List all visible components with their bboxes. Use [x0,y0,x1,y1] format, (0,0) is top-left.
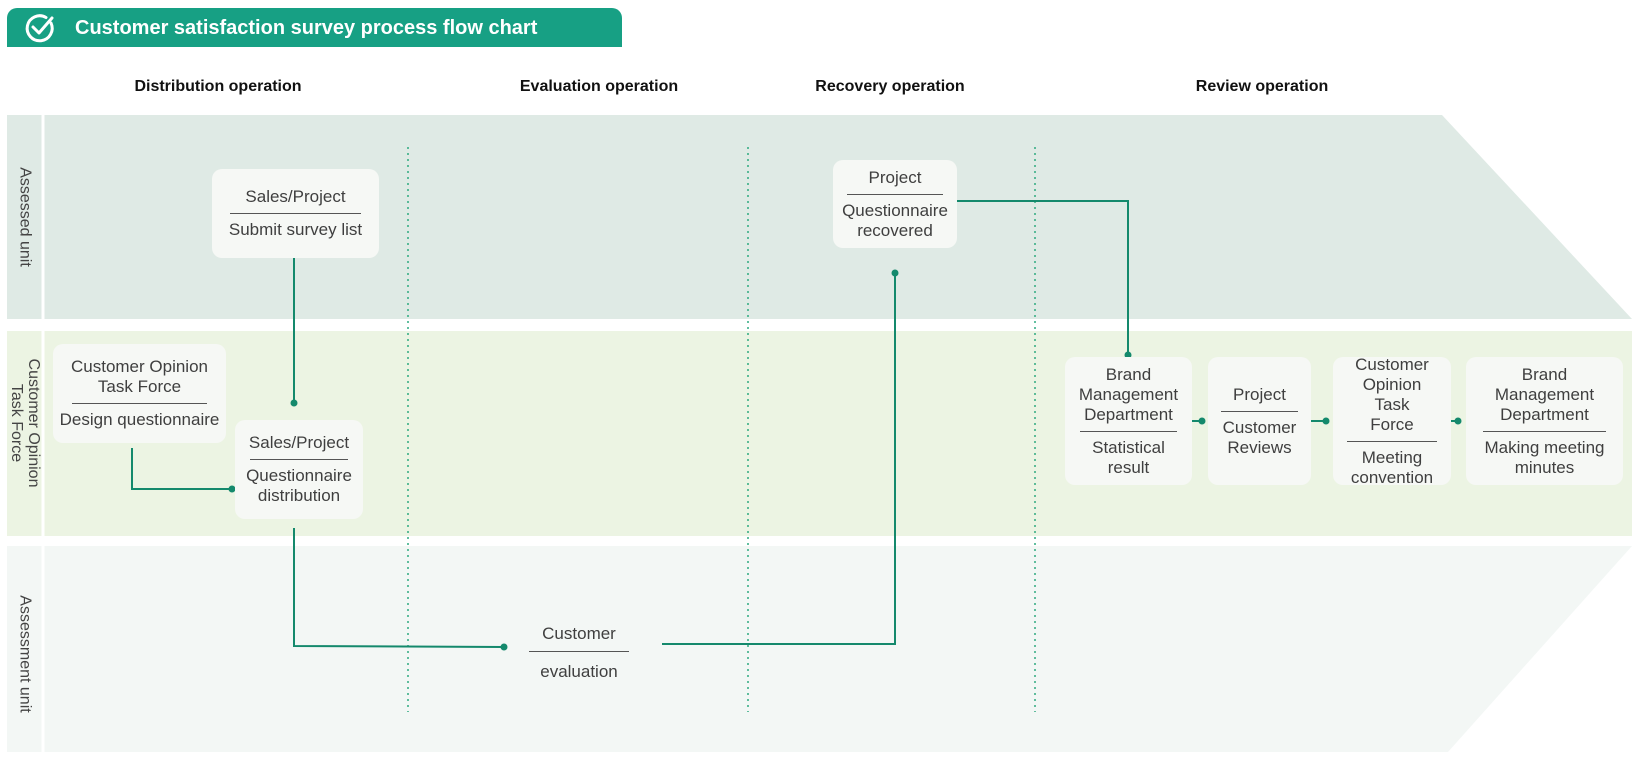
lane-assessed-unit-band [7,115,1632,319]
node-statistical-result[interactable]: Brand Management Department Statistical … [1065,357,1192,485]
node-divider [1079,430,1178,432]
node-role-line: Department [1500,404,1589,424]
connector-dot [228,485,236,493]
column-header-distribution: Distribution operation [134,78,302,95]
node-task: Questionnaire distribution [246,466,352,506]
node-role-line: Brand [1105,364,1152,384]
node-task-line: Customer [1222,417,1297,437]
column-header-recovery: Recovery operation [815,78,965,95]
node-task: Meeting convention [1351,448,1433,488]
node-role: Customer Opinion Task Force [63,357,216,400]
node-task-line: Making meeting [1484,437,1605,457]
node-task-line: minutes [1514,457,1575,477]
node-task-line: Questionnaire [246,466,352,485]
connector-recovered-to-statistical [957,200,1129,355]
node-role: Project [868,167,922,187]
connector-dot [1198,417,1206,425]
connector-dot [1322,417,1330,425]
node-role-line: Opinion Task [1362,374,1422,414]
node-task-line: recovered [857,220,933,240]
connector-dot [1454,417,1462,425]
node-meeting-convention[interactable]: Customer Opinion Task Force Meeting conv… [1333,355,1451,488]
connector-design-to-distribution [131,448,232,490]
node-role: Customer [542,624,616,643]
connector-dot [891,269,899,277]
node-task-line: distribution [257,486,341,505]
node-role: Sales/Project [245,187,346,206]
lane-label-assessed-unit: Assessed unit [17,167,34,267]
node-task-line: result [1107,457,1150,477]
node-divider [230,213,361,214]
lane-label-text: Assessment unit [16,595,34,713]
node-task-line: convention [1350,467,1434,487]
node-divider [71,403,208,404]
node-divider [1483,430,1606,432]
node-role: Customer Opinion Task Force [1337,355,1447,438]
connector-distribution-to-evaluation [293,528,505,648]
lane-label-assessment-unit: Assessment unit [17,595,34,712]
node-divider [847,193,943,195]
node-task: Customer Reviews [1223,418,1297,458]
node-role-line: Task Force [97,377,182,396]
node-role-line: Force [1370,414,1414,434]
node-task: Design questionnaire [59,410,220,429]
node-submit-survey-list[interactable]: Sales/Project Submit survey list [212,169,379,258]
node-customer-reviews[interactable]: Project Customer Reviews [1208,357,1311,485]
check-circle-icon [25,14,54,43]
node-role: Brand Management Department [1071,365,1186,428]
lane-label-task-force: Customer Opinion Task Force [8,359,42,488]
title-bar: Customer satisfaction survey process flo… [7,8,622,47]
lane-label-text: Assessed unit [16,167,34,267]
column-header-review: Review operation [1195,78,1329,95]
node-task: Submit survey list [228,220,363,239]
connector-dot [500,643,508,651]
node-role-line: Customer Opinion [70,357,208,376]
connector-evaluation-to-recovered [662,273,896,645]
node-task-line: Questionnaire [842,200,948,220]
node-divider [249,459,349,460]
node-task: Questionnaire recovered [842,201,948,241]
node-role: Brand Management Department [1487,365,1602,428]
lane-label-text: Task Force [8,383,25,463]
node-task: evaluation [540,662,618,681]
node-role-line: Brand [1521,364,1568,384]
node-divider [1346,440,1438,442]
node-divider [1220,410,1299,412]
node-task-line: Statistical [1092,437,1165,457]
node-questionnaire-recovered[interactable]: Project Questionnaire recovered [833,160,957,248]
node-task: Making meeting minutes [1484,438,1604,478]
page-title: Customer satisfaction survey process flo… [75,17,538,39]
node-role-line: Management [1078,384,1179,404]
node-role: Sales/Project [248,433,350,452]
node-role-line: Department [1084,404,1173,424]
lane-label-text: Customer Opinion [25,358,42,488]
node-customer-evaluation[interactable]: Customer evaluation [528,624,630,682]
node-design-questionnaire[interactable]: Customer Opinion Task Force Design quest… [53,344,226,443]
node-making-meeting-minutes[interactable]: Brand Management Department Making meeti… [1466,357,1623,485]
node-questionnaire-distribution[interactable]: Sales/Project Questionnaire distribution [235,420,363,519]
column-header-evaluation: Evaluation operation [519,78,679,95]
lane-assessment-unit-band [7,546,1632,752]
node-divider [529,651,629,652]
node-role-line: Customer [1355,354,1429,374]
node-task-line: Reviews [1227,437,1292,457]
node-role: Project [1233,384,1286,404]
connector-dot [290,399,298,407]
connector-dot [1124,351,1132,359]
node-task-line: Meeting [1361,447,1423,467]
node-task: Statistical result [1092,438,1165,478]
node-role-line: Management [1494,384,1595,404]
